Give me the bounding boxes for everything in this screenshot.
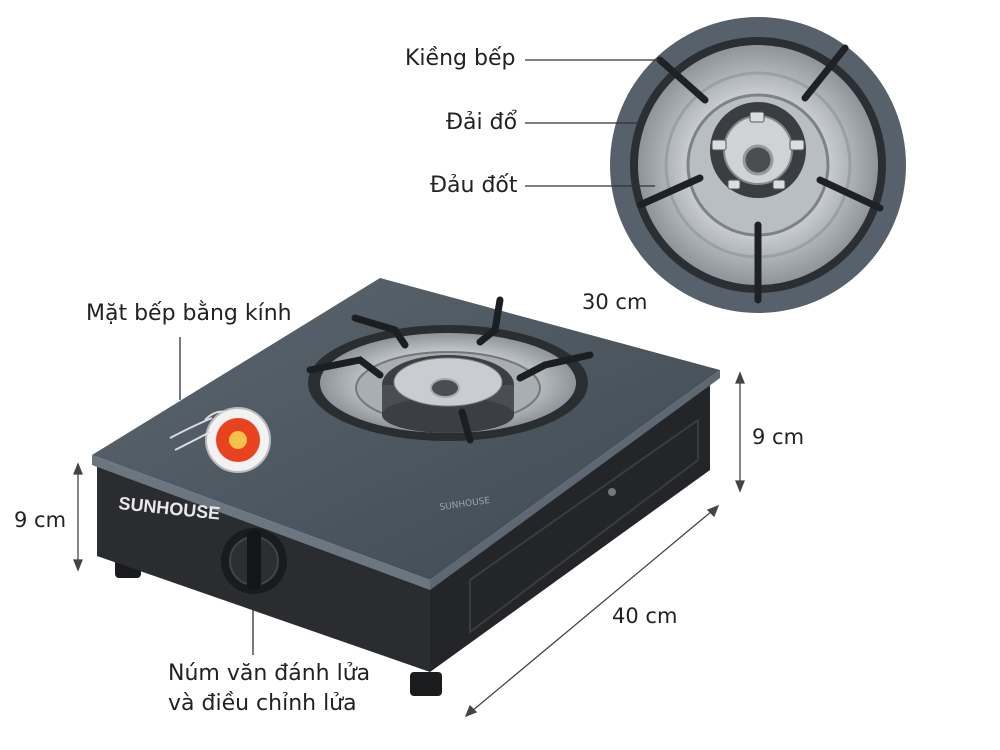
dimension-height-right: 9 cm bbox=[752, 425, 805, 449]
dimension-depth: 30 cm bbox=[582, 290, 648, 314]
label-knob-line2: và điều chỉnh lửa bbox=[168, 691, 357, 716]
label-drip-tray: Đải đổ bbox=[446, 110, 518, 135]
label-knob-line1: Núm văn đánh lửa bbox=[168, 661, 371, 686]
label-burner-head: Đảu đốt bbox=[430, 173, 518, 198]
stove-side-panel bbox=[430, 382, 710, 672]
stove: SUNHOUSE SUNHOUSE bbox=[92, 278, 720, 696]
label-glass-top: Mặt bếp bằng kính bbox=[86, 301, 292, 326]
dimension-height-left: 9 cm bbox=[14, 508, 67, 532]
decorative-leaf bbox=[169, 410, 226, 451]
dimension-arrows bbox=[73, 371, 745, 718]
dimension-width: 40 cm bbox=[612, 604, 678, 628]
control-knob[interactable] bbox=[221, 528, 287, 594]
stove-burner bbox=[306, 296, 594, 444]
zoom-burner-detail bbox=[610, 17, 906, 313]
label-grate: Kiềng bếp bbox=[405, 46, 516, 71]
